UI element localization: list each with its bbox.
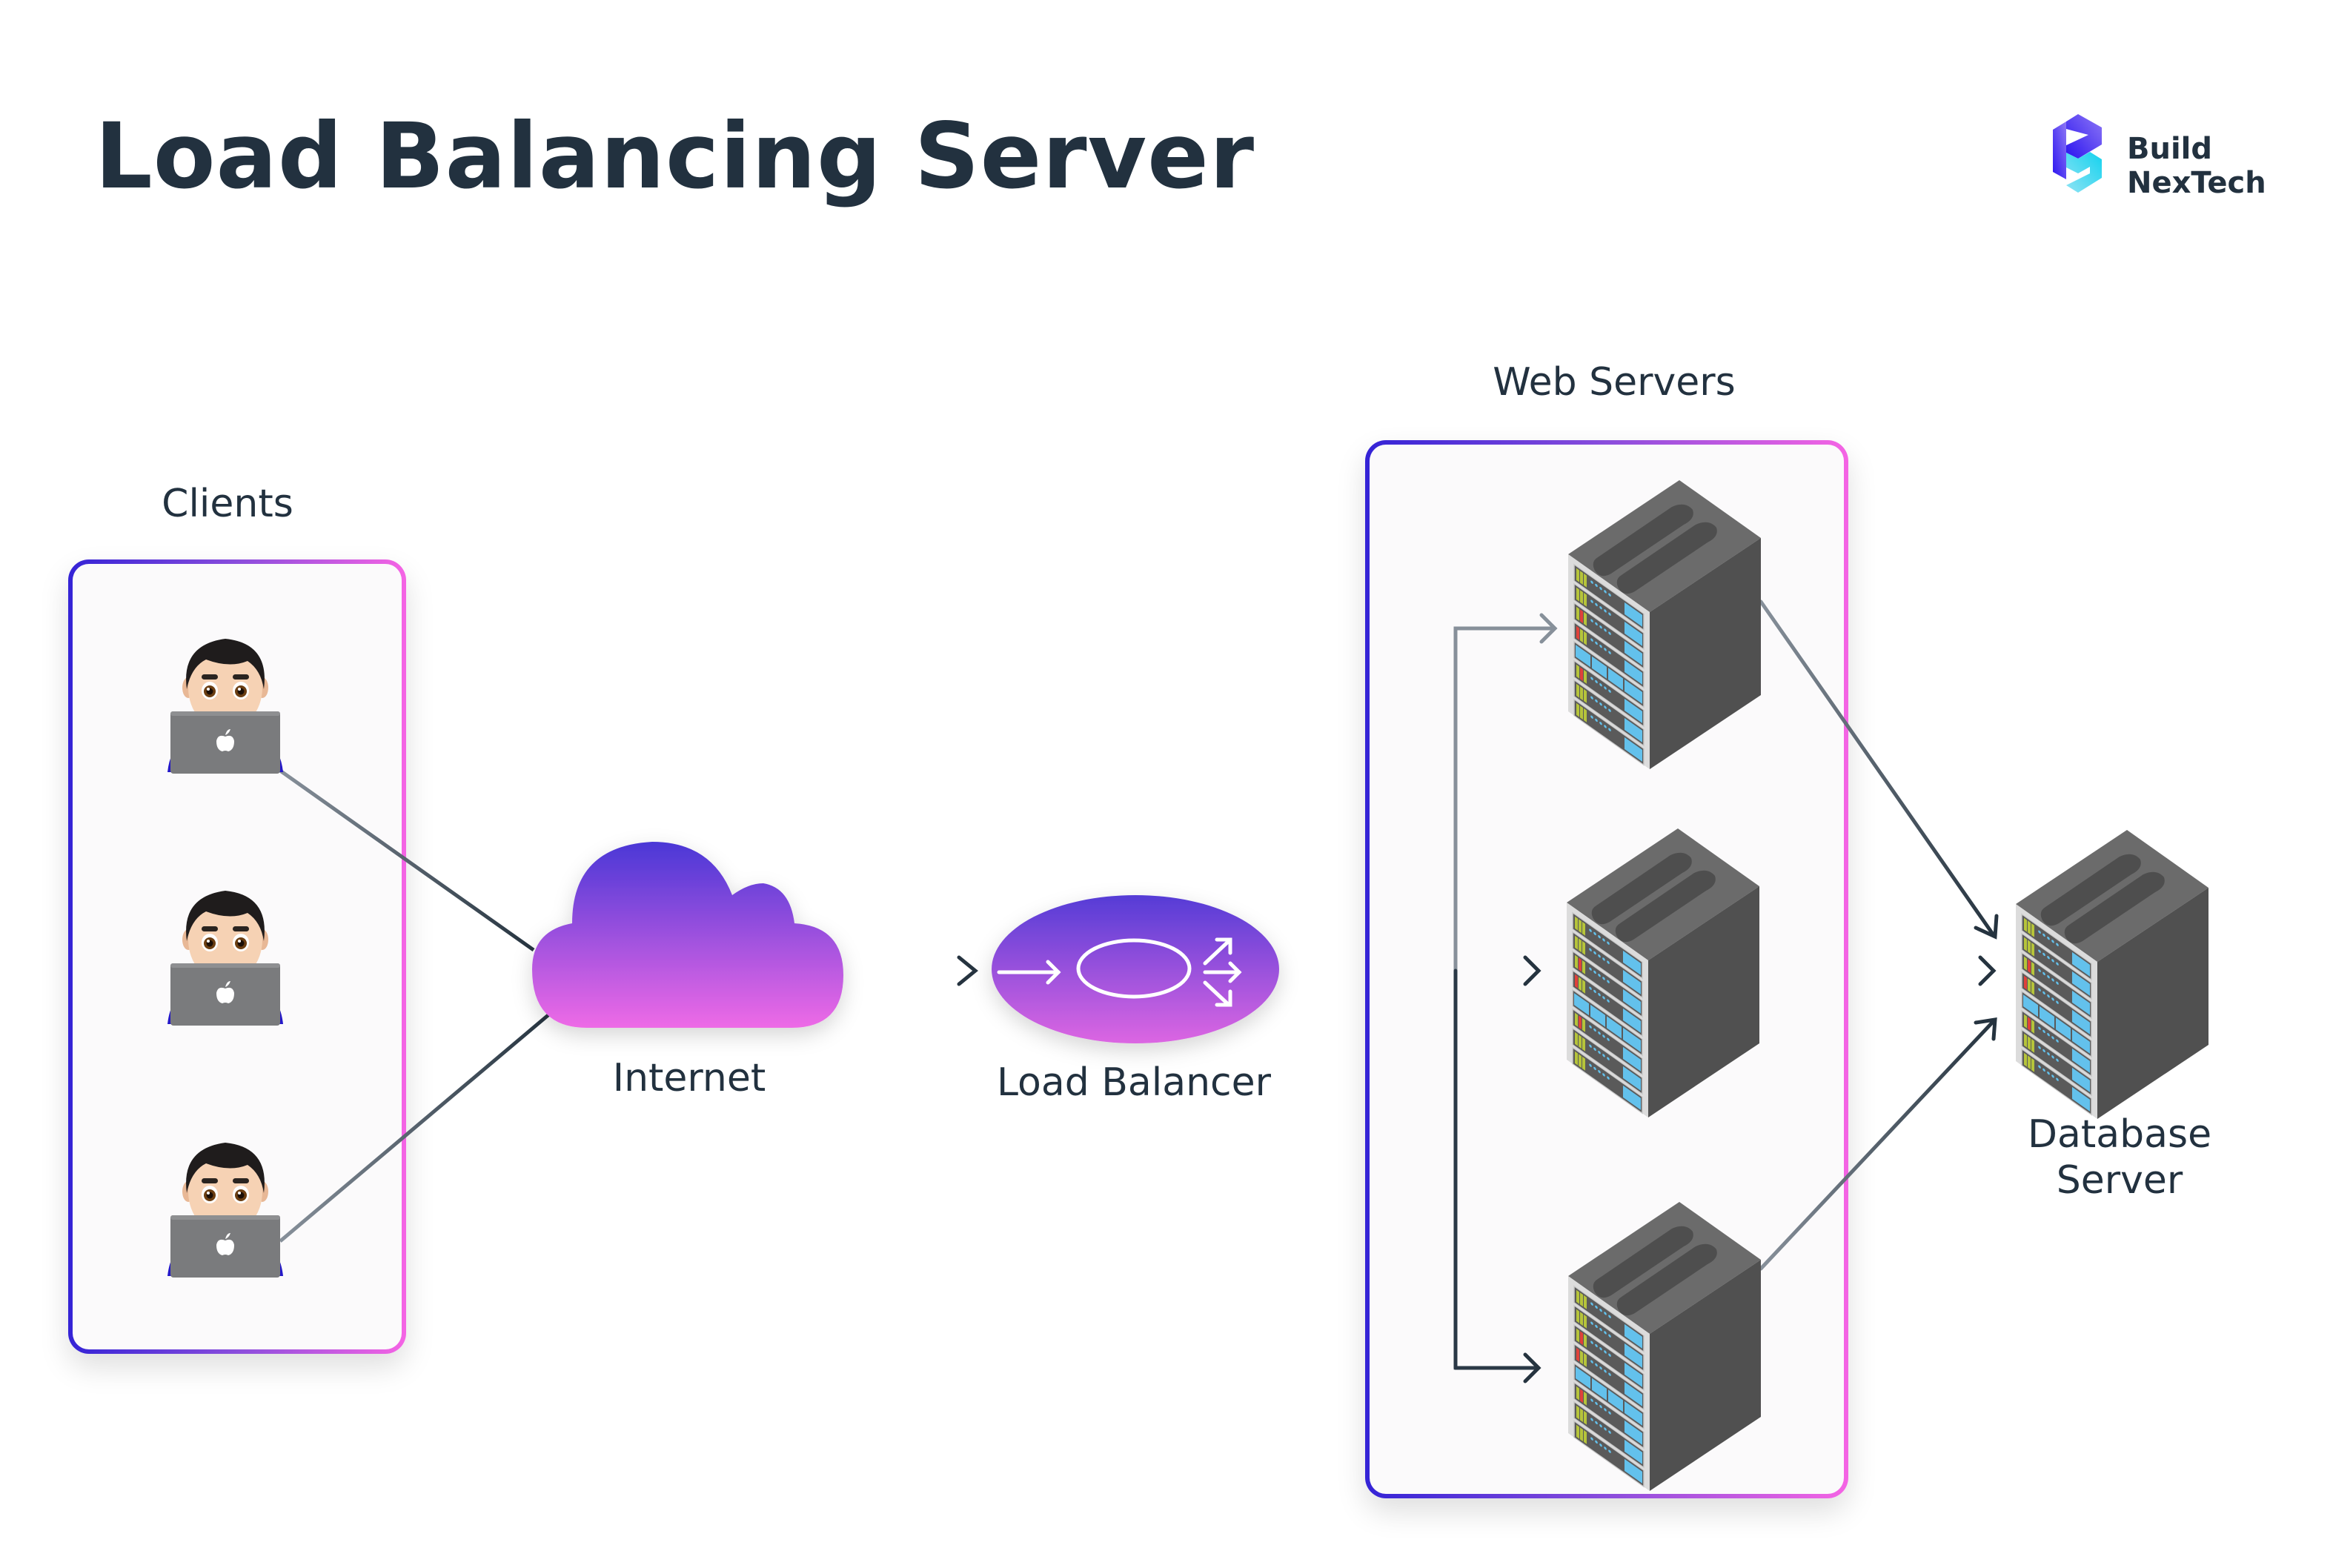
rack-unit <box>1573 1381 1645 1449</box>
database-label-line-2: Server <box>2056 1158 2183 1203</box>
rack-unit <box>1572 989 1643 1057</box>
page-title: Load Balancing Server <box>95 104 1255 209</box>
logo-line-2: NexTech <box>2127 166 2266 200</box>
rack-unit <box>1573 679 1645 747</box>
rack-unit <box>1573 1401 1645 1469</box>
rack-unit <box>1572 950 1643 1018</box>
rack-unit <box>1573 563 1645 631</box>
client-connectors <box>279 768 551 1243</box>
database-label-line-1: Database <box>2027 1112 2212 1157</box>
web-servers-group-label: Web Servers <box>1493 360 1736 405</box>
rack-unit <box>2021 1048 2092 1116</box>
logo-wordmark: Build NexTech <box>2127 132 2266 200</box>
rack-unit <box>1573 1285 1645 1353</box>
edge-internet-loadbalancer <box>860 955 978 986</box>
rack-unit <box>1572 1046 1643 1114</box>
load-balancer-label: Load Balancer <box>996 1060 1272 1105</box>
rack-unit <box>1572 911 1643 980</box>
web-to-db-connectors <box>1759 599 1999 1271</box>
rack-unit <box>1572 1027 1643 1095</box>
rack-unit <box>1573 660 1645 728</box>
rack-unit <box>1573 621 1645 689</box>
rack-unit <box>2021 971 2092 1039</box>
edge-web-3-db <box>1759 1019 1996 1271</box>
rack-unit <box>2021 1029 2092 1097</box>
rack-unit <box>1573 1343 1645 1411</box>
edge-lb-web-server-1-3 <box>1453 626 1554 1370</box>
rack-unit <box>1573 1420 1645 1488</box>
rack-unit <box>1573 1304 1645 1372</box>
database-server-icon <box>2016 830 2208 1119</box>
edge-client-1-internet <box>279 768 535 952</box>
cloud-icon <box>532 842 843 1028</box>
edge-web-1-db <box>1759 599 1996 937</box>
clients-group-label: Clients <box>162 482 293 526</box>
rack-unit <box>1573 602 1645 670</box>
rack-unit <box>2021 913 2092 981</box>
edge-client-3-internet <box>279 1012 551 1243</box>
internet-label: Internet <box>612 1056 766 1100</box>
web-server-2-icon <box>1567 828 1759 1117</box>
lb-to-web-connectors <box>1278 613 1558 1383</box>
client-1-icon <box>167 639 283 774</box>
database-server-label: Database Server <box>1986 1112 2253 1203</box>
rack-unit <box>1572 969 1643 1037</box>
build-nextech-logo-icon <box>2053 114 2102 193</box>
web-server-1-icon <box>1568 480 1761 769</box>
web-server-3-icon <box>1568 1202 1761 1491</box>
rack-unit <box>1573 1323 1645 1392</box>
rack-unit <box>2021 951 2092 1020</box>
rack-unit <box>1573 1362 1645 1430</box>
rack-unit <box>1572 931 1643 999</box>
rack-unit <box>2021 990 2092 1058</box>
rack-unit <box>1573 698 1645 766</box>
client-2-icon <box>167 891 283 1026</box>
rack-unit <box>2021 1009 2092 1077</box>
rack-unit <box>1572 1008 1643 1076</box>
logo-line-1: Build <box>2127 132 2213 166</box>
rack-unit <box>1573 640 1645 708</box>
client-3-icon <box>167 1143 283 1278</box>
rack-unit <box>2021 932 2092 1000</box>
load-balancer-icon <box>992 895 1279 1043</box>
rack-unit <box>1573 582 1645 651</box>
